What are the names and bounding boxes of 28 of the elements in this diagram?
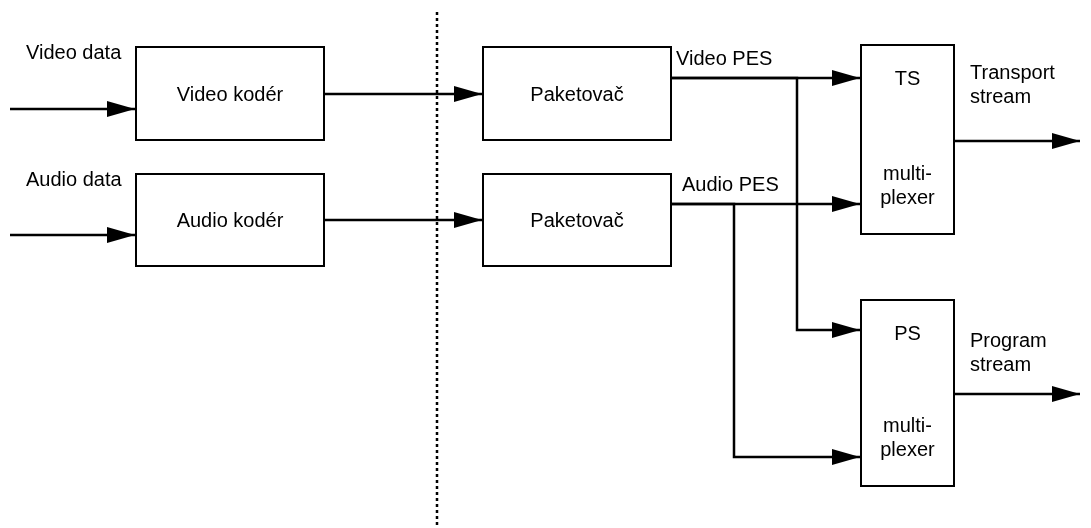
process-box [482,46,672,141]
arrow [325,212,482,228]
arrow [955,386,1080,402]
edge-label: Video PES [676,46,773,70]
box-label: PS [894,321,921,345]
box-label: multi-plexer [879,161,936,209]
multiplexer-box [860,299,955,487]
arrow [325,86,482,102]
arrow [10,101,135,117]
signal-label: Audio data [26,167,123,191]
arrow [10,227,135,243]
box-label: Paketovač [530,208,624,232]
signal-label: Transport stream [970,60,1056,108]
box-label: Paketovač [530,81,624,106]
signal-label: Video data [26,40,123,64]
box-label: Audio kodér [176,208,284,232]
process-box [135,173,325,267]
box-label: TS [894,66,921,90]
arrow [672,202,860,465]
process-box [135,46,325,141]
multiplexer-box [860,44,955,235]
arrow [672,76,860,338]
box-label: Video kodér [176,81,284,106]
arrow [955,133,1080,149]
process-box [482,173,672,267]
edge-label: Audio PES [682,172,779,196]
signal-label: Program stream [970,328,1048,376]
box-label: multi-plexer [879,413,936,461]
